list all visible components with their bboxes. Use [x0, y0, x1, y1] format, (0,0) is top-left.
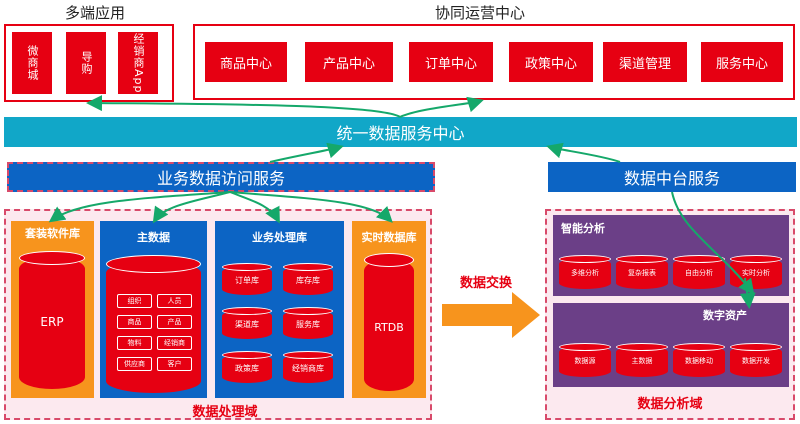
master-item-org: 组织 — [117, 294, 152, 308]
master-item-material: 物料 — [117, 336, 152, 350]
package-software-title: 套装软件库 — [25, 227, 80, 240]
db-policy[interactable]: 政策库 — [222, 351, 272, 383]
app-guide-label: 导购 — [80, 51, 93, 75]
smart-report[interactable]: 复杂报表 — [616, 255, 668, 289]
erp-database-label: ERP — [40, 315, 64, 329]
data-middle-service-bar: 数据中台服务 — [548, 162, 796, 192]
smart-report-label: 复杂报表 — [628, 269, 656, 277]
digital-assets-panel: 数字资产 数据源 主数据 数据移动 数据开发 — [553, 303, 789, 387]
asset-datasource[interactable]: 数据源 — [559, 343, 611, 377]
ops-item-goods[interactable]: 商品中心 — [205, 42, 287, 82]
db-order-label: 订单库 — [235, 276, 259, 285]
ops-item-order-label: 订单中心 — [424, 56, 477, 72]
db-policy-label: 政策库 — [235, 364, 259, 373]
db-channel-label: 渠道库 — [235, 320, 259, 329]
smart-realtime-label: 实时分析 — [742, 269, 770, 277]
db-inventory-label: 库存库 — [296, 276, 320, 285]
ops-center-frame: 商品中心 产品中心 订单中心 政策中心 渠道管理 服务中心 — [193, 24, 795, 100]
multi-app-frame: 微商城 导购 经销商App — [4, 24, 174, 102]
smart-multidim[interactable]: 多维分析 — [559, 255, 611, 289]
business-processing-title: 业务处理库 — [252, 231, 307, 244]
data-exchange-arrow — [442, 292, 540, 338]
asset-masterdata-label: 主数据 — [631, 357, 653, 365]
data-exchange-label: 数据交换 — [459, 276, 512, 291]
multi-app-title: 多端应用 — [64, 4, 125, 22]
app-wechat-mall-label: 微商城 — [26, 45, 39, 81]
smart-free-label: 自由分析 — [685, 269, 713, 277]
master-data-title: 主数据 — [137, 231, 170, 244]
ops-item-policy-label: 政策中心 — [524, 56, 577, 72]
db-service-label: 服务库 — [296, 320, 320, 329]
master-item-dealer: 经销商 — [157, 336, 192, 350]
ops-item-product-label: 产品中心 — [322, 56, 375, 72]
business-data-access-label: 业务数据访问服务 — [156, 169, 285, 188]
master-item-customer: 客户 — [157, 357, 192, 371]
ops-item-channel-label: 渠道管理 — [618, 56, 671, 72]
erp-database[interactable]: ERP — [19, 251, 85, 389]
ops-center-title: 协同运营中心 — [434, 4, 525, 22]
unified-data-service-label: 统一数据服务中心 — [336, 124, 465, 143]
ops-item-service-label: 服务中心 — [715, 56, 768, 72]
rtdb-database[interactable]: RTDB — [364, 253, 414, 391]
ops-item-goods-label: 商品中心 — [219, 56, 272, 72]
app-dealer-label: 经销商App — [132, 32, 145, 94]
realtime-db-column: 实时数据库 RTDB — [352, 221, 426, 398]
db-service[interactable]: 服务库 — [283, 307, 333, 339]
asset-datamove[interactable]: 数据移动 — [673, 343, 725, 377]
asset-datasource-label: 数据源 — [574, 357, 596, 365]
realtime-db-title: 实时数据库 — [361, 231, 417, 244]
db-dealer-label: 经销商库 — [292, 364, 324, 373]
business-processing-column: 业务处理库 订单库 库存库 渠道库 服务库 政策库 经销商库 — [215, 221, 344, 398]
master-item-product: 产品 — [157, 315, 192, 329]
master-item-supplier: 供应商 — [117, 357, 152, 371]
smart-free[interactable]: 自由分析 — [673, 255, 725, 289]
smart-multidim-label: 多维分析 — [571, 269, 599, 277]
package-software-column: 套装软件库 ERP — [11, 221, 94, 398]
asset-datadev[interactable]: 数据开发 — [730, 343, 782, 377]
master-data-column: 主数据 组织 人员 商品 产品 物料 经销商 供应商 客户 — [100, 221, 207, 398]
digital-assets-title: 数字资产 — [703, 309, 747, 322]
db-dealer[interactable]: 经销商库 — [283, 351, 333, 383]
app-guide[interactable]: 导购 — [66, 32, 106, 94]
data-analysis-caption: 数据分析域 — [637, 397, 703, 412]
ops-item-channel[interactable]: 渠道管理 — [603, 42, 687, 82]
asset-masterdata[interactable]: 主数据 — [616, 343, 668, 377]
business-data-access-bar: 业务数据访问服务 — [7, 162, 435, 192]
db-inventory[interactable]: 库存库 — [283, 263, 333, 295]
ops-item-product[interactable]: 产品中心 — [305, 42, 393, 82]
rtdb-database-label: RTDB — [374, 321, 404, 334]
master-item-staff: 人员 — [157, 294, 192, 308]
data-middle-service-label: 数据中台服务 — [623, 169, 720, 188]
ops-item-policy[interactable]: 政策中心 — [509, 42, 593, 82]
db-channel[interactable]: 渠道库 — [222, 307, 272, 339]
app-wechat-mall[interactable]: 微商城 — [12, 32, 52, 94]
ops-item-order[interactable]: 订单中心 — [409, 42, 493, 82]
app-dealer[interactable]: 经销商App — [118, 32, 158, 94]
unified-data-service-bar: 统一数据服务中心 — [4, 117, 797, 147]
smart-analysis-title: 智能分析 — [561, 222, 605, 235]
asset-datadev-label: 数据开发 — [742, 357, 770, 365]
master-item-goods: 商品 — [117, 315, 152, 329]
asset-datamove-label: 数据移动 — [685, 357, 713, 365]
data-processing-caption: 数据处理域 — [192, 405, 258, 420]
ops-item-service[interactable]: 服务中心 — [701, 42, 783, 82]
db-order[interactable]: 订单库 — [222, 263, 272, 295]
